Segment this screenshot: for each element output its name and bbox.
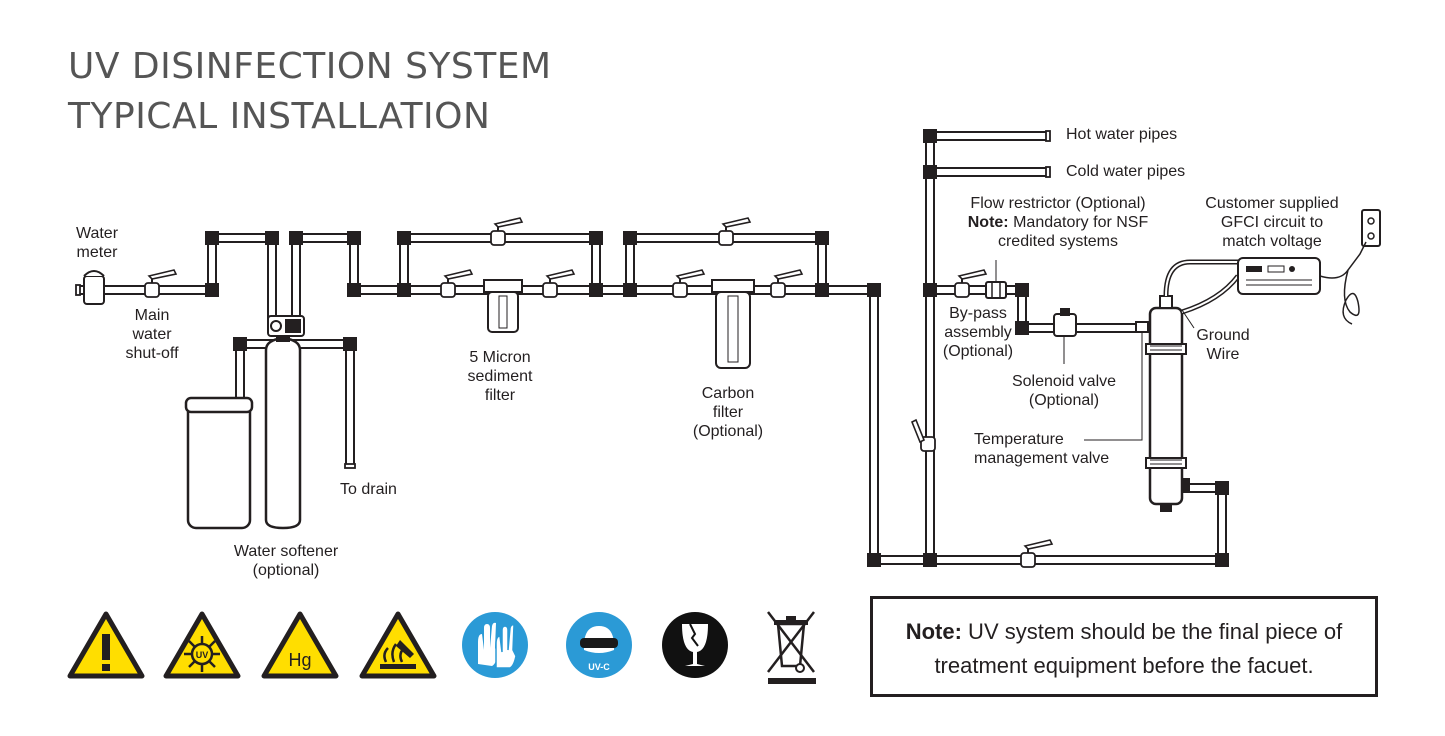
title-line-2: TYPICAL INSTALLATION xyxy=(68,96,491,137)
title-line-1: UV DISINFECTION SYSTEM xyxy=(68,46,552,87)
flow-restrictor-label: Flow restrictor (Optional) Note: Mandato… xyxy=(967,195,1149,250)
uv-controller-ballast xyxy=(1237,257,1321,295)
gfci-outlet xyxy=(1361,209,1381,247)
pipe-fittings xyxy=(205,129,1229,567)
final-equipment-note: Note: UV system should be the final piec… xyxy=(870,596,1378,697)
solenoid-valve xyxy=(1053,308,1077,364)
to-drain-label: To drain xyxy=(340,481,397,498)
weee-disposal-icon xyxy=(767,611,816,684)
uv-radiation-warning-icon: UV xyxy=(166,614,238,676)
uv-chamber xyxy=(1135,295,1190,512)
uv-c-eye-protection-icon: UV-C xyxy=(566,612,632,678)
temperature-valve-label: Temperature management valve xyxy=(974,431,1110,467)
note-line-2: treatment equipment before the facuet. xyxy=(934,653,1314,678)
uv-power-cable-inner xyxy=(1165,261,1239,313)
water-softener xyxy=(184,315,305,530)
gfci-label: Customer supplied GFCI circuit to match … xyxy=(1205,195,1339,250)
solenoid-valve-label: Solenoid valve (Optional) xyxy=(1011,373,1117,409)
bypass-assembly-label: By-pass assembly (Optional) xyxy=(942,305,1014,360)
main-shutoff-label: Main water shut-off xyxy=(125,307,179,362)
sediment-filter-label: 5 Micron sediment filter xyxy=(467,349,533,404)
ground-wire-label: Ground Wire xyxy=(1196,327,1250,363)
carbon-filter xyxy=(711,279,755,369)
cold-water-pipes-label: Cold water pipes xyxy=(1066,163,1186,180)
hot-surface-warning-icon xyxy=(362,614,434,676)
sediment-filter xyxy=(483,279,523,333)
water-meter-label: Water meter xyxy=(75,225,119,261)
wear-gloves-icon xyxy=(462,612,528,678)
note-line-1: Note: UV system should be the final piec… xyxy=(905,619,1343,644)
svg-text:UV: UV xyxy=(196,650,209,660)
mercury-hg-warning-icon: Hg xyxy=(264,614,336,676)
hot-water-pipes-label: Hot water pipes xyxy=(1066,126,1178,143)
carbon-filter-label: Carbon filter (Optional) xyxy=(692,385,764,440)
flow-restrictor xyxy=(985,260,1007,299)
leader-lines xyxy=(1084,309,1195,441)
water-softener-label: Water softener (optional) xyxy=(233,543,339,579)
power-cord xyxy=(1319,241,1367,325)
fragile-glass-icon xyxy=(662,612,728,678)
pipe-ends xyxy=(75,130,1051,469)
exclamation-warning-icon xyxy=(70,614,142,676)
svg-text:UV-C: UV-C xyxy=(588,662,610,672)
water-meter xyxy=(83,270,105,305)
hg-symbol-text: Hg xyxy=(288,650,311,670)
